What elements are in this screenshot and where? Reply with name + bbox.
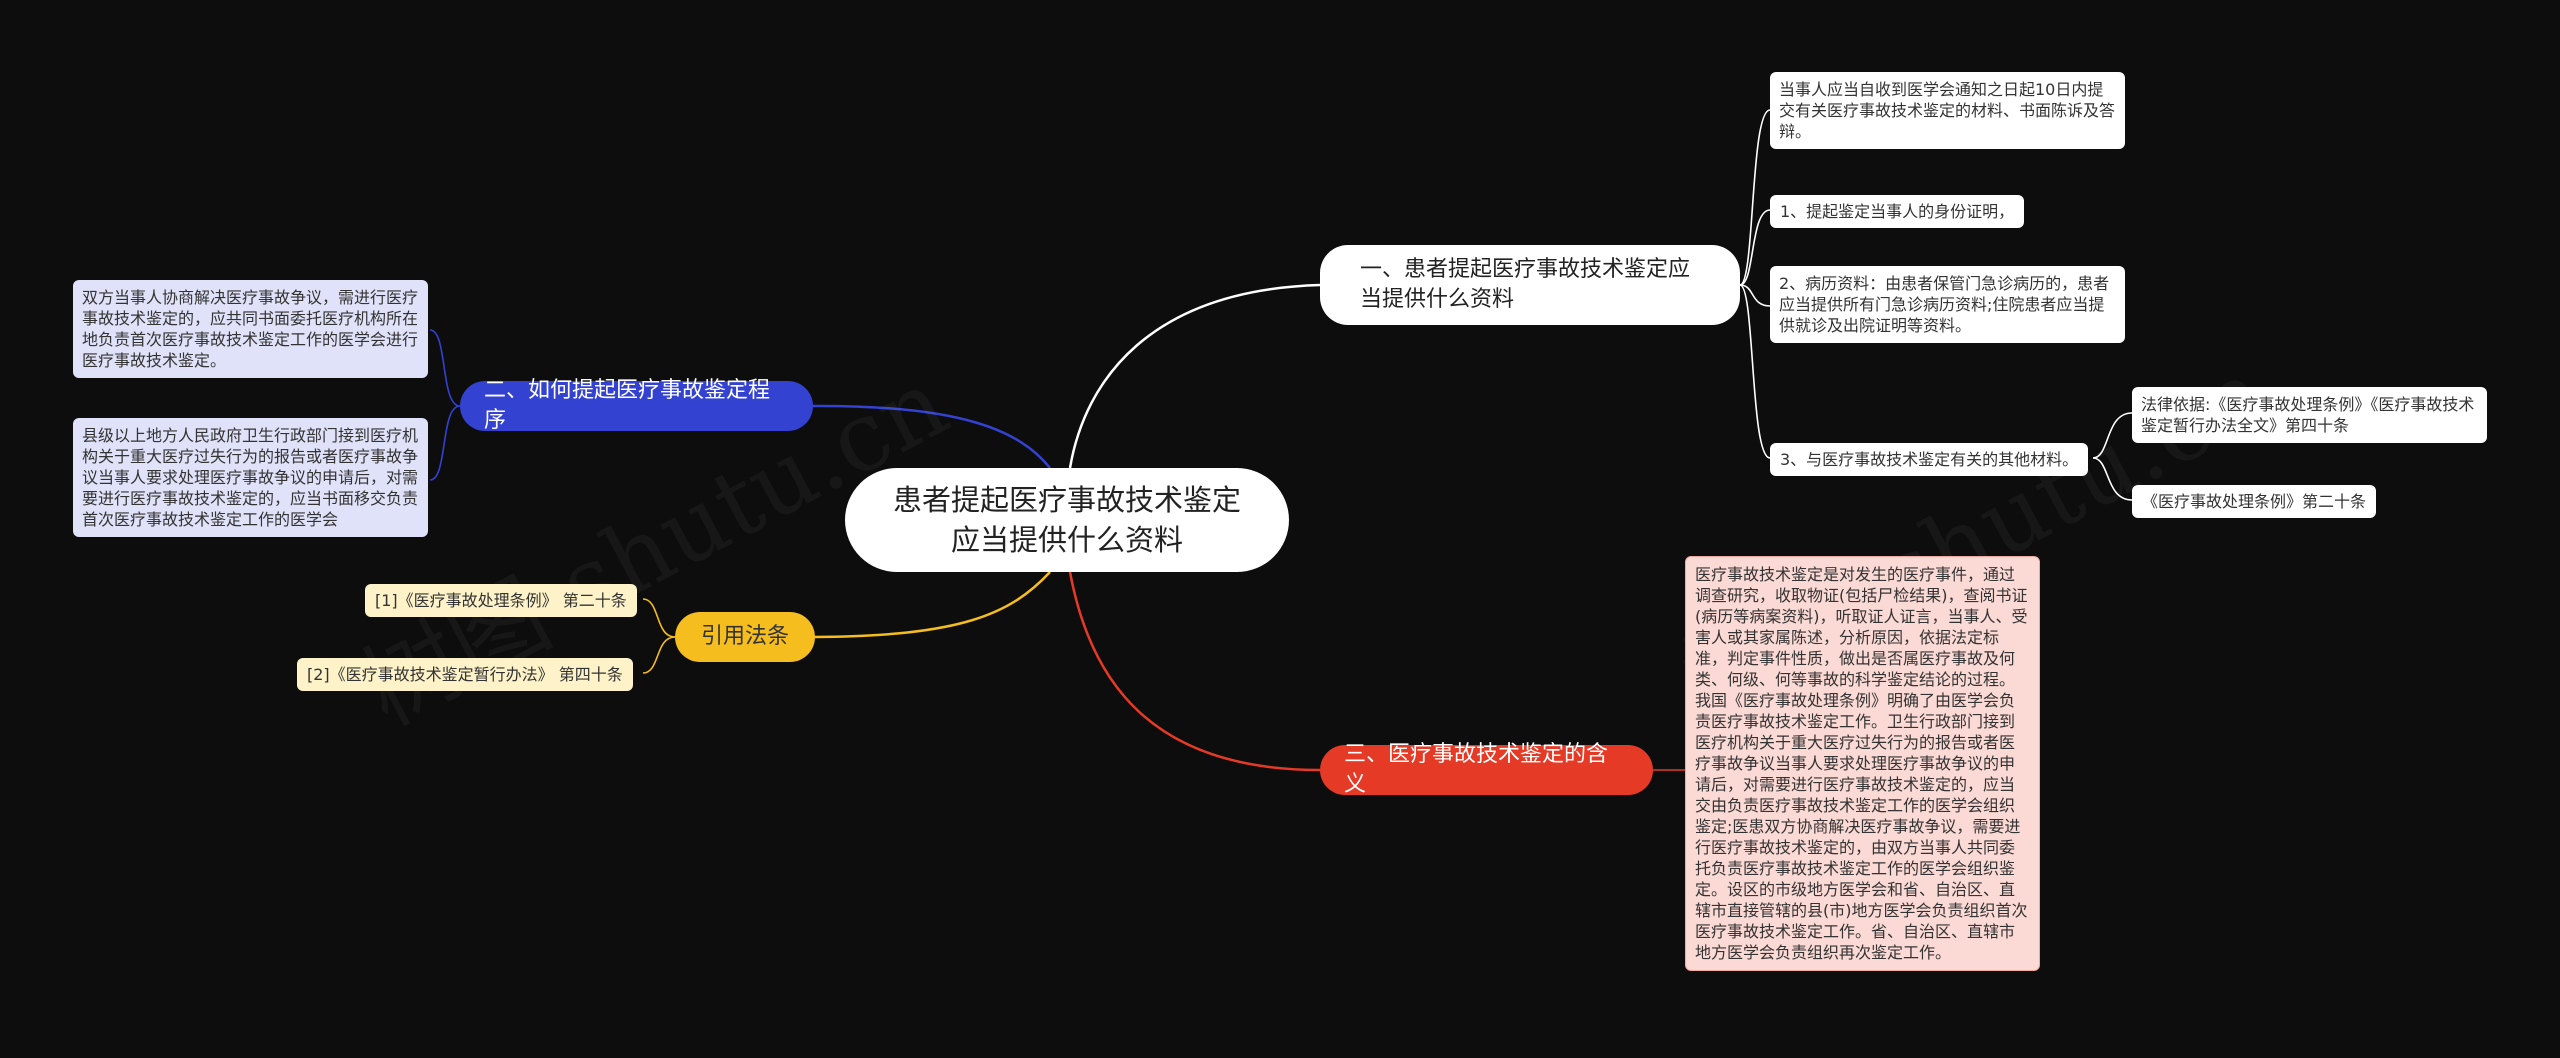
leaf-node[interactable]: 医疗事故技术鉴定是对发生的医疗事件，通过调查研究，收取物证(包括尸检结果)，查阅…	[1685, 556, 2040, 971]
link-b2-c1	[429, 329, 461, 407]
link-b4-c1	[642, 598, 676, 638]
leaf-node[interactable]: [1]《医疗事故处理条例》 第二十条	[365, 584, 637, 617]
root-node[interactable]: 患者提起医疗事故技术鉴定应当提供什么资料	[845, 468, 1289, 572]
leaf-node[interactable]: 法律依据:《医疗事故处理条例》《医疗事故技术鉴定暂行办法全文》第四十条	[2132, 387, 2487, 443]
link-b1-c3	[1739, 284, 1771, 307]
branch-label: 二、如何提起医疗事故鉴定程序	[484, 378, 771, 433]
branch-label: 一、患者提起医疗事故技术鉴定应当提供什么资料	[1360, 257, 1691, 312]
link-root-b4	[814, 571, 1051, 639]
leaf-node[interactable]: 县级以上地方人民政府卫生行政部门接到医疗机构关于重大医疗过失行为的报告或者医疗事…	[73, 418, 428, 537]
leaf-text: 法律依据:《医疗事故处理条例》《医疗事故技术鉴定暂行办法全文》第四十条	[2141, 395, 2475, 435]
link-b2-c2	[429, 405, 461, 481]
leaf-text: 当事人应当自收到医学会通知之日起10日内提交有关医疗事故技术鉴定的材料、书面陈诉…	[1779, 80, 2116, 141]
leaf-text: [2]《医疗事故技术鉴定暂行办法》 第四十条	[307, 665, 623, 684]
leaf-node[interactable]: 双方当事人协商解决医疗事故争议，需进行医疗事故技术鉴定的，应共同书面委托医疗机构…	[73, 280, 428, 378]
link-root-b1	[1068, 283, 1321, 469]
root-label: 患者提起医疗事故技术鉴定应当提供什么资料	[892, 483, 1241, 557]
leaf-node[interactable]: 3、与医疗事故技术鉴定有关的其他材料。	[1770, 443, 2089, 476]
branch-label: 三、医疗事故技术鉴定的含义	[1344, 742, 1609, 797]
leaf-node[interactable]: 当事人应当自收到医学会通知之日起10日内提交有关医疗事故技术鉴定的材料、书面陈诉…	[1770, 72, 2125, 149]
leaf-text: 县级以上地方人民政府卫生行政部门接到医疗机构关于重大医疗过失行为的报告或者医疗事…	[82, 426, 419, 529]
leaf-node[interactable]: 1、提起鉴定当事人的身份证明，	[1770, 195, 2025, 228]
link-b1-c2	[1739, 209, 1771, 286]
leaf-node[interactable]: 《医疗事故处理条例》第二十条	[2132, 485, 2377, 518]
branch-label: 引用法条	[700, 624, 789, 649]
link-b1-c1	[1739, 109, 1771, 286]
link-b4-c2	[642, 636, 676, 674]
leaf-node[interactable]: [2]《医疗事故技术鉴定暂行办法》 第四十条	[297, 658, 633, 691]
leaf-text: 双方当事人协商解决医疗事故争议，需进行医疗事故技术鉴定的，应共同书面委托医疗机构…	[82, 288, 419, 370]
leaf-text: 《医疗事故处理条例》第二十条	[2142, 492, 2367, 511]
link-c4-s1	[2092, 412, 2133, 459]
link-b1-c4	[1739, 284, 1771, 459]
link-root-b2	[812, 404, 1051, 469]
link-c4-s2	[2092, 457, 2133, 501]
leaf-text: [1]《医疗事故处理条例》 第二十条	[375, 591, 627, 610]
leaf-text: 2、病历资料：由患者保管门急诊病历的，患者应当提供所有门急诊病历资料;住院患者应…	[1779, 274, 2110, 335]
link-root-b3	[1068, 571, 1321, 772]
leaf-text: 3、与医疗事故技术鉴定有关的其他材料。	[1780, 450, 2079, 469]
leaf-node[interactable]: 2、病历资料：由患者保管门急诊病历的，患者应当提供所有门急诊病历资料;住院患者应…	[1770, 266, 2125, 343]
branch-node-definition[interactable]: 三、医疗事故技术鉴定的含义	[1320, 742, 1653, 797]
leaf-text: 1、提起鉴定当事人的身份证明，	[1780, 202, 2015, 221]
branch-node-citations[interactable]: 引用法条	[675, 612, 815, 662]
branch-node-procedure[interactable]: 二、如何提起医疗事故鉴定程序	[460, 378, 813, 433]
branch-node-materials[interactable]: 一、患者提起医疗事故技术鉴定应当提供什么资料	[1320, 245, 1740, 325]
leaf-text: 医疗事故技术鉴定是对发生的医疗事件，通过调查研究，收取物证(包括尸检结果)，查阅…	[1695, 565, 2028, 962]
